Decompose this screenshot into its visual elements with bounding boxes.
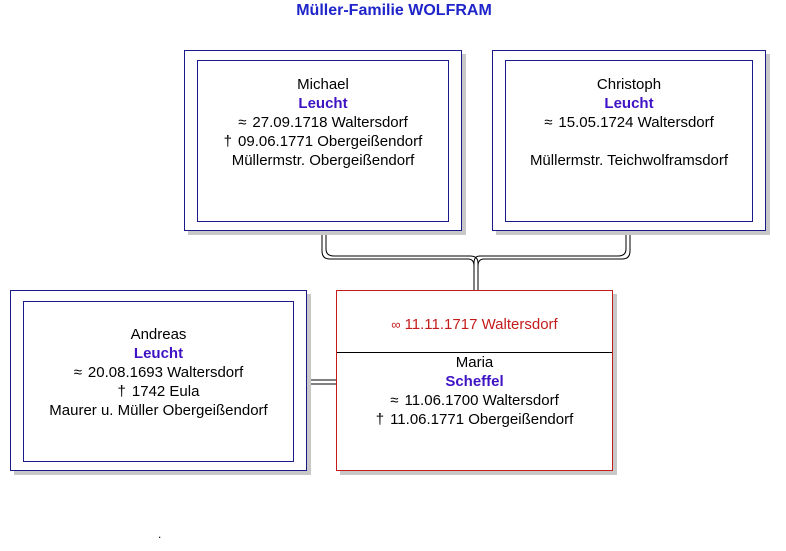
surname: Scheffel — [445, 373, 504, 390]
baptism-line: ≈11.06.1700 Waltersdorf — [337, 391, 612, 410]
surname: Leucht — [604, 95, 654, 112]
person-card-andreas[interactable]: Andreas Leucht ≈20.08.1693 Waltersdorf †… — [10, 290, 307, 471]
baptism-date: 11.06.1700 Waltersdorf — [404, 392, 559, 409]
death-date: 11.06.1771 Obergeißendorf — [390, 411, 574, 428]
person-card-michael-inner: Michael Leucht ≈27.09.1718 Waltersdorf †… — [197, 60, 449, 222]
occupation: Maurer u. Müller Obergeißendorf — [49, 402, 268, 419]
surname: Leucht — [133, 345, 184, 362]
connector-christoph — [477, 232, 631, 290]
surname: Leucht — [298, 95, 348, 112]
baptism-line: ≈20.08.1693 Waltersdorf — [24, 363, 293, 382]
marriage-rings-icon: ∞ — [391, 317, 401, 332]
death-line: † 09.06.1771 Obergeißendorf — [198, 132, 448, 151]
baptism-icon: ≈ — [238, 114, 247, 131]
diagram-title: Müller-Familie WOLFRAM — [296, 2, 492, 19]
death-date: 09.06.1771 Obergeißendorf — [238, 133, 423, 150]
death-icon: † — [223, 133, 233, 150]
death-date: 1742 Eula — [131, 383, 200, 400]
given-name: Andreas — [130, 326, 187, 343]
person-card-christoph-inner: Christoph Leucht ≈15.05.1724 Waltersdorf… — [505, 60, 753, 222]
death-line: † 1742 Eula — [24, 382, 293, 401]
footer-mark: . — [158, 527, 162, 541]
marriage-date: 11.11.1717 Waltersdorf — [404, 316, 558, 333]
marriage-line: ∞11.11.1717 Waltersdorf — [337, 315, 612, 334]
empty-line — [506, 132, 752, 151]
person-maria: Maria Scheffel ≈11.06.1700 Waltersdorf †… — [337, 353, 612, 429]
given-name: Maria — [455, 354, 494, 371]
death-icon: † — [117, 383, 126, 400]
occupation: Müllermstr. Obergeißendorf — [231, 152, 415, 169]
occupation: Müllermstr. Teichwolframsdorf — [529, 152, 729, 169]
baptism-icon: ≈ — [73, 364, 82, 381]
baptism-date: 27.09.1718 Waltersdorf — [252, 114, 408, 131]
death-line: † 11.06.1771 Obergeißendorf — [337, 410, 612, 429]
baptism-icon: ≈ — [544, 114, 553, 131]
person-card-andreas-inner: Andreas Leucht ≈20.08.1693 Waltersdorf †… — [23, 301, 294, 462]
baptism-line: ≈15.05.1724 Waltersdorf — [506, 113, 752, 132]
baptism-icon: ≈ — [390, 392, 399, 409]
person-card-christoph[interactable]: Christoph Leucht ≈15.05.1724 Waltersdorf… — [492, 50, 766, 231]
baptism-line: ≈27.09.1718 Waltersdorf — [198, 113, 448, 132]
couple-divider — [337, 352, 612, 353]
couple-card[interactable]: ∞11.11.1717 Waltersdorf Maria Scheffel ≈… — [336, 290, 613, 471]
baptism-date: 20.08.1693 Waltersdorf — [87, 364, 244, 381]
connector-michael — [321, 232, 475, 290]
given-name: Michael — [297, 76, 349, 93]
connector-michael-inner — [325, 232, 479, 290]
person-card-michael[interactable]: Michael Leucht ≈27.09.1718 Waltersdorf †… — [184, 50, 462, 231]
baptism-date: 15.05.1724 Waltersdorf — [558, 114, 714, 131]
death-icon: † — [375, 411, 385, 428]
connector-christoph-inner — [473, 232, 627, 290]
given-name: Christoph — [596, 76, 662, 93]
